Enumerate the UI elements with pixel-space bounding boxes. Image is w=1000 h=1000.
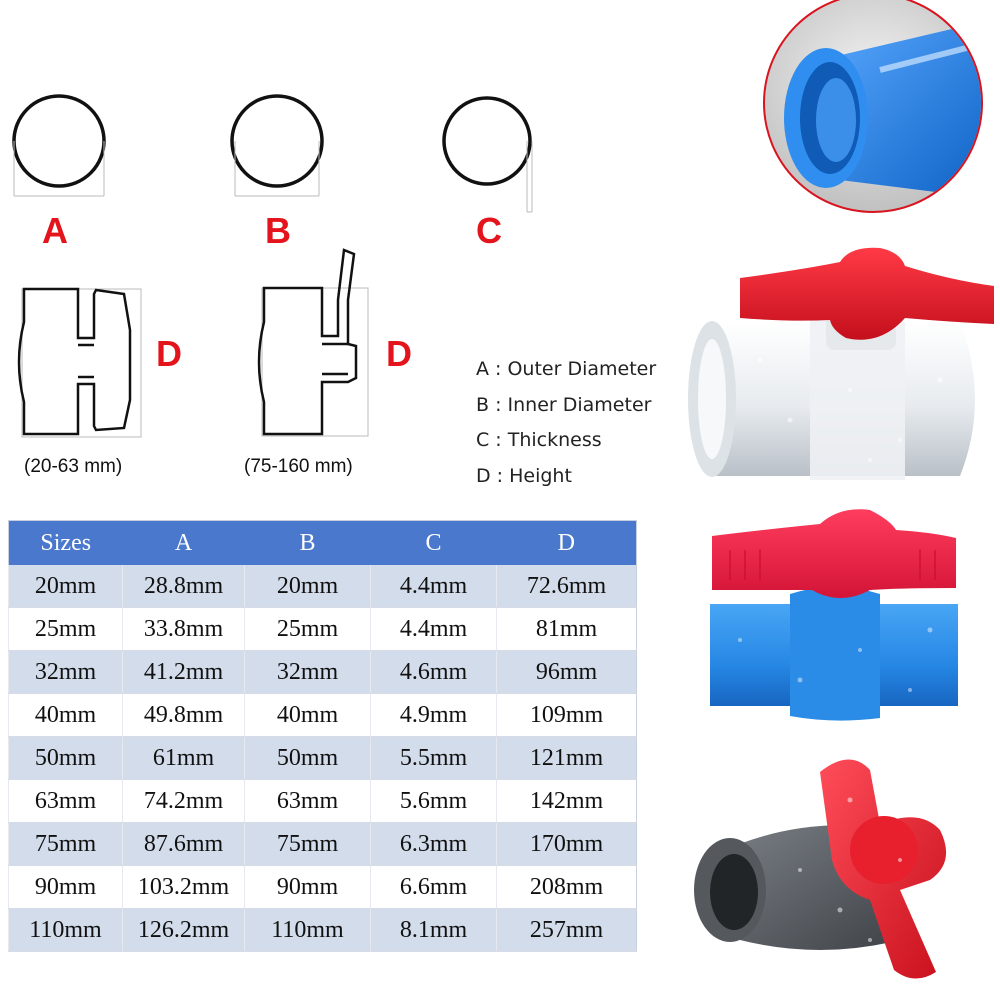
cell-c: 6.3mm <box>370 822 497 866</box>
cell-b: 40mm <box>244 693 371 737</box>
cell-c: 4.6mm <box>370 650 497 694</box>
label-d-large: D <box>386 333 412 374</box>
cell-c: 8.1mm <box>370 908 497 952</box>
cell-d: 109mm <box>496 693 637 737</box>
cell-b: 110mm <box>244 908 371 952</box>
cell-d: 257mm <box>496 908 637 952</box>
cell-a: 49.8mm <box>122 693 245 737</box>
label-b: B <box>265 210 291 251</box>
cell-a: 74.2mm <box>122 779 245 823</box>
header-c: C <box>370 520 497 565</box>
cell-size: 110mm <box>8 908 123 952</box>
cell-b: 63mm <box>244 779 371 823</box>
table-row: 50mm 61mm 50mm 5.5mm 121mm <box>8 736 637 780</box>
blue-pipe-closeup-image <box>763 0 983 213</box>
cell-d: 121mm <box>496 736 637 780</box>
cell-size: 50mm <box>8 736 123 780</box>
diagram-valve-small <box>17 287 142 438</box>
legend-item-outer-diameter: A : Outer Diameter <box>476 358 657 380</box>
size-range-large: (75-160 mm) <box>244 456 353 477</box>
legend-item-thickness: C : Thickness <box>476 429 602 451</box>
table-row: 25mm 33.8mm 25mm 4.4mm 81mm <box>8 607 637 651</box>
table-row: 20mm 28.8mm 20mm 4.4mm 72.6mm <box>8 565 637 608</box>
cell-c: 5.6mm <box>370 779 497 823</box>
cell-c: 4.4mm <box>370 565 497 608</box>
circle-diagrams <box>12 94 533 213</box>
cell-a: 87.6mm <box>122 822 245 866</box>
cell-c: 5.5mm <box>370 736 497 780</box>
size-range-small: (20-63 mm) <box>24 456 123 477</box>
cell-d: 81mm <box>496 607 637 651</box>
table-row: 63mm 74.2mm 63mm 5.6mm 142mm <box>8 779 637 823</box>
dimension-legend: A : Outer Diameter B : Inner Diameter C … <box>476 355 686 497</box>
cell-d: 170mm <box>496 822 637 866</box>
cell-size: 75mm <box>8 822 123 866</box>
cell-a: 61mm <box>122 736 245 780</box>
cell-b: 20mm <box>244 565 371 608</box>
table-row: 32mm 41.2mm 32mm 4.6mm 96mm <box>8 650 637 694</box>
cell-b: 25mm <box>244 607 371 651</box>
label-d-small: D <box>156 333 182 374</box>
legend-item-height: D : Height <box>476 464 572 487</box>
table-row: 40mm 49.8mm 40mm 4.9mm 109mm <box>8 693 637 737</box>
cell-c: 4.9mm <box>370 693 497 737</box>
header-d: D <box>496 520 637 565</box>
cell-size: 25mm <box>8 607 123 651</box>
table-row: 110mm 126.2mm 110mm 8.1mm 257mm <box>8 908 637 952</box>
header-sizes: Sizes <box>8 520 123 565</box>
table-row: 75mm 87.6mm 75mm 6.3mm 170mm <box>8 822 637 866</box>
valve-height-diagrams <box>17 248 369 438</box>
label-a: A <box>42 210 68 251</box>
blue-valve-image <box>710 509 958 721</box>
header-a: A <box>122 520 245 565</box>
cell-b: 90mm <box>244 865 371 909</box>
cell-a: 103.2mm <box>122 865 245 909</box>
diagram-thickness <box>442 96 533 213</box>
cell-b: 75mm <box>244 822 371 866</box>
legend-item-inner-diameter: B : Inner Diameter <box>476 393 652 416</box>
cell-a: 28.8mm <box>122 565 245 608</box>
cell-b: 32mm <box>244 650 371 694</box>
label-c: C <box>476 210 502 251</box>
cell-c: 4.4mm <box>370 607 497 651</box>
cell-size: 32mm <box>8 650 123 694</box>
cell-b: 50mm <box>244 736 371 780</box>
table-header-row: Sizes A B C D <box>8 520 637 565</box>
size-spec-table: Sizes A B C D 20mm 28.8mm 20mm 4.4mm 72.… <box>8 520 637 952</box>
cell-size: 40mm <box>8 693 123 737</box>
cell-d: 142mm <box>496 779 637 823</box>
cell-d: 96mm <box>496 650 637 694</box>
table-row: 90mm 103.2mm 90mm 6.6mm 208mm <box>8 865 637 909</box>
header-b: B <box>244 520 371 565</box>
cell-d: 208mm <box>496 865 637 909</box>
cell-c: 6.6mm <box>370 865 497 909</box>
diagram-inner-diameter <box>230 94 324 197</box>
cell-a: 126.2mm <box>122 908 245 952</box>
grey-valve-image <box>694 759 947 979</box>
cell-size: 90mm <box>8 865 123 909</box>
cell-d: 72.6mm <box>496 565 637 608</box>
cell-size: 20mm <box>8 565 123 608</box>
cell-size: 63mm <box>8 779 123 823</box>
diagram-outer-diameter <box>12 94 106 197</box>
cell-a: 41.2mm <box>122 650 245 694</box>
cell-a: 33.8mm <box>122 607 245 651</box>
white-valve-image <box>688 247 994 480</box>
diagram-valve-large <box>257 248 369 437</box>
